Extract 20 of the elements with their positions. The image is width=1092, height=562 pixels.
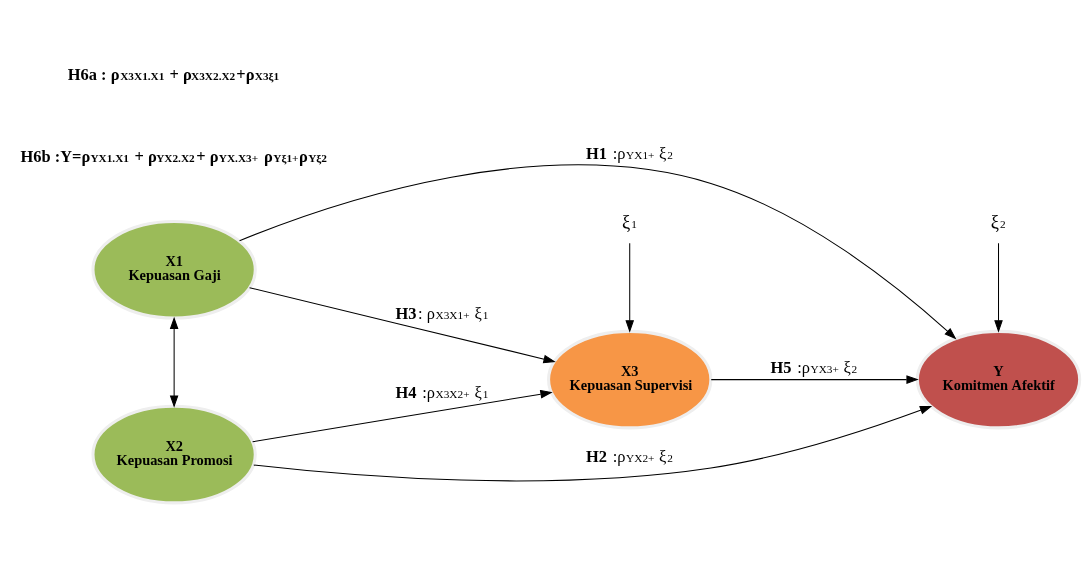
arrow [252, 389, 553, 443]
arrow [253, 405, 933, 482]
arrow [169, 316, 179, 408]
edge-label: H4 :ρX3X2+ ξ1 [395, 382, 489, 402]
edge-label: H3: ρX3X1+ ξ1 [395, 303, 489, 323]
node-ellipse: X1 Kepuasan Gaji [91, 219, 257, 320]
arrow [249, 287, 556, 364]
edge-label: H2 :ρYX2+ ξ2 [586, 446, 673, 466]
edge-label: H1 :ρYX1+ ξ2 [586, 143, 673, 163]
node-text: ξ2 [990, 211, 1006, 232]
node-text: ξ1 [622, 211, 637, 232]
node-ellipse: X2 Kepuasan Promosi [91, 404, 257, 505]
label: H6a : ρX3X1.X1 + ρX3X2.X2+ρX3ξ1 [67, 65, 280, 85]
edge-label: H5 :ρYX3+ ξ2 [770, 358, 858, 378]
arrow [710, 375, 919, 384]
node-ellipse: X3 Kepuasan Supervisi [547, 329, 713, 430]
label: H6b :Y=ρYX1.X1 + ρYX2.X2+ ρYX.X3+ ρYξ1+ρYξ2 [20, 146, 328, 166]
arrow [994, 242, 1003, 333]
arrow [239, 164, 957, 340]
arrow [625, 242, 635, 333]
